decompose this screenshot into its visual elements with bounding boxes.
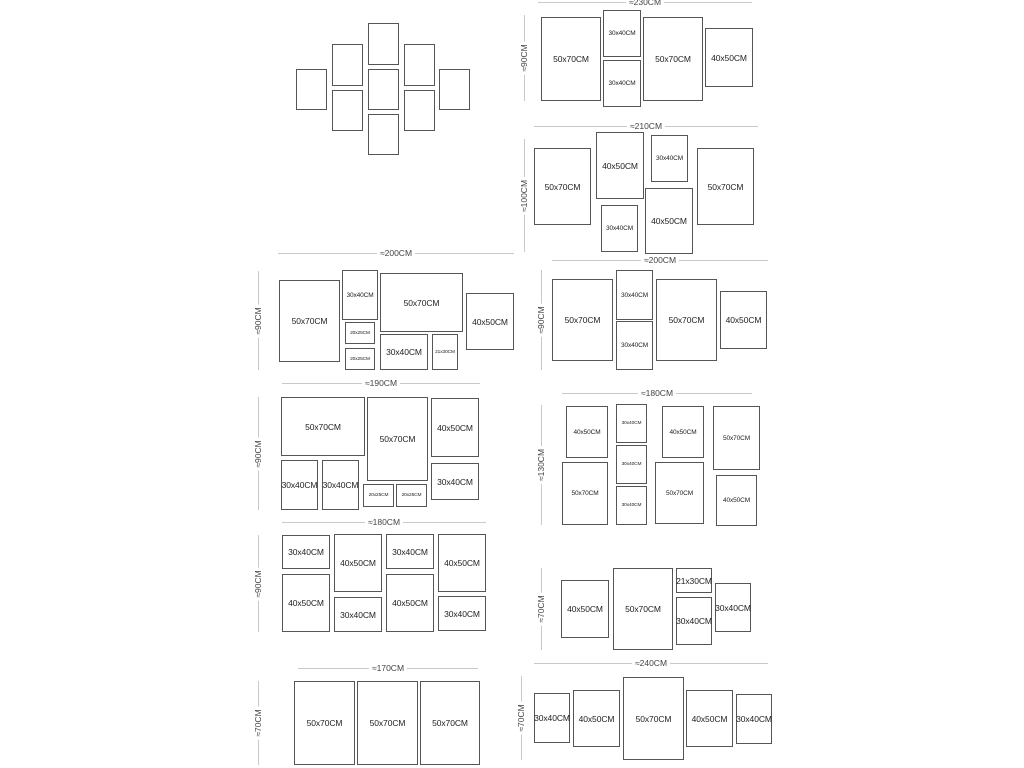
picture-frame: 30x40CM [616, 404, 647, 443]
picture-frame: 40x50CM [431, 398, 479, 457]
picture-frame: 30x40CM [601, 205, 638, 252]
picture-frame: 40x50CM [645, 188, 693, 254]
picture-frame: 30x40CM [736, 694, 772, 744]
picture-frame: 40x50CM [438, 534, 486, 592]
picture-frame [404, 44, 435, 86]
picture-frame: 50x70CM [562, 462, 608, 525]
picture-frame: 40x50CM [573, 690, 620, 747]
picture-frame: 40x50CM [282, 574, 330, 632]
picture-frame: 40x50CM [561, 580, 609, 638]
picture-frame: 50x70CM [367, 397, 428, 481]
width-label: ≈200CM [640, 255, 680, 265]
picture-frame: 50x70CM [279, 280, 340, 362]
picture-frame: 40x50CM [716, 475, 757, 526]
width-label: ≈180CM [637, 388, 677, 398]
picture-frame: 30x40CM [603, 10, 641, 57]
picture-frame: 50x70CM [380, 273, 463, 332]
width-label: ≈210CM [626, 121, 666, 131]
width-label: ≈180CM [364, 517, 404, 527]
picture-frame: 21x30CM [432, 334, 458, 370]
picture-frame: 30x40CM [322, 460, 359, 510]
picture-frame [332, 90, 363, 131]
picture-frame: 40x50CM [705, 28, 753, 87]
picture-frame: 40x50CM [662, 406, 704, 458]
width-label: ≈240CM [631, 658, 671, 668]
picture-frame: 50x70CM [420, 681, 480, 765]
picture-frame: 50x70CM [697, 148, 754, 225]
picture-frame: 30x40CM [616, 445, 647, 484]
picture-frame: 50x70CM [541, 17, 601, 101]
width-label: ≈170CM [368, 663, 408, 673]
picture-frame: 50x70CM [713, 406, 760, 470]
width-label: ≈190CM [361, 378, 401, 388]
height-label: ≈90CM [253, 566, 263, 601]
picture-frame [332, 44, 363, 86]
picture-frame: 50x70CM [534, 148, 591, 225]
picture-frame: 40x50CM [686, 690, 733, 747]
picture-frame: 21x30CM [676, 568, 712, 593]
picture-frame: 30x40CM [616, 321, 653, 370]
picture-frame: 30x40CM [342, 270, 378, 320]
picture-frame: 50x70CM [656, 279, 717, 361]
picture-frame [439, 69, 470, 110]
picture-frame: 40x50CM [334, 534, 382, 592]
picture-frame: 30x40CM [386, 534, 434, 569]
picture-frame: 30x40CM [334, 597, 382, 632]
width-label: ≈200CM [376, 248, 416, 258]
height-label: ≈100CM [519, 176, 529, 215]
picture-frame: 30x40CM [676, 597, 712, 645]
picture-frame [368, 69, 399, 110]
picture-frame: 30x40CM [651, 135, 688, 182]
picture-frame: 30x40CM [431, 463, 479, 500]
picture-frame: 30x40CM [616, 270, 653, 320]
picture-frame [404, 90, 435, 131]
picture-frame: 50x70CM [643, 17, 703, 101]
picture-frame: 50x70CM [655, 462, 704, 524]
picture-frame: 50x70CM [552, 279, 613, 361]
picture-frame [296, 69, 327, 110]
height-label: ≈130CM [536, 445, 546, 485]
picture-frame: 30x40CM [281, 460, 318, 510]
picture-frame: 30x40CM [616, 486, 647, 525]
picture-frame: 30x40CM [380, 334, 428, 370]
picture-frame: 50x70CM [294, 681, 355, 765]
picture-frame: 20x25CM [345, 348, 375, 370]
height-label: ≈70CM [536, 592, 546, 626]
picture-frame: 20x25CM [396, 484, 427, 507]
picture-frame: 50x70CM [281, 397, 365, 456]
height-label: ≈70CM [253, 706, 263, 740]
picture-frame: 20x25CM [345, 322, 375, 344]
picture-frame: 40x50CM [566, 406, 608, 458]
height-label: ≈90CM [253, 303, 263, 338]
picture-frame: 50x70CM [613, 568, 673, 650]
height-label: ≈90CM [536, 303, 546, 337]
height-label: ≈90CM [519, 41, 529, 75]
picture-frame: 50x70CM [623, 677, 684, 760]
picture-frame: 40x50CM [466, 293, 514, 350]
picture-frame: 30x40CM [603, 60, 641, 107]
height-label: ≈90CM [253, 436, 263, 471]
picture-frame: 40x50CM [596, 132, 644, 199]
picture-frame [368, 23, 399, 65]
picture-frame: 40x50CM [386, 574, 434, 632]
picture-frame: 30x40CM [282, 535, 330, 569]
picture-frame: 40x50CM [720, 291, 767, 349]
picture-frame: 20x25CM [363, 484, 394, 507]
width-label: ≈230CM [625, 0, 665, 7]
height-label: ≈70CM [516, 701, 526, 735]
picture-frame: 30x40CM [715, 583, 751, 632]
picture-frame: 30x40CM [438, 596, 486, 631]
picture-frame [368, 114, 399, 155]
picture-frame: 30x40CM [534, 693, 570, 743]
picture-frame: 50x70CM [357, 681, 418, 765]
